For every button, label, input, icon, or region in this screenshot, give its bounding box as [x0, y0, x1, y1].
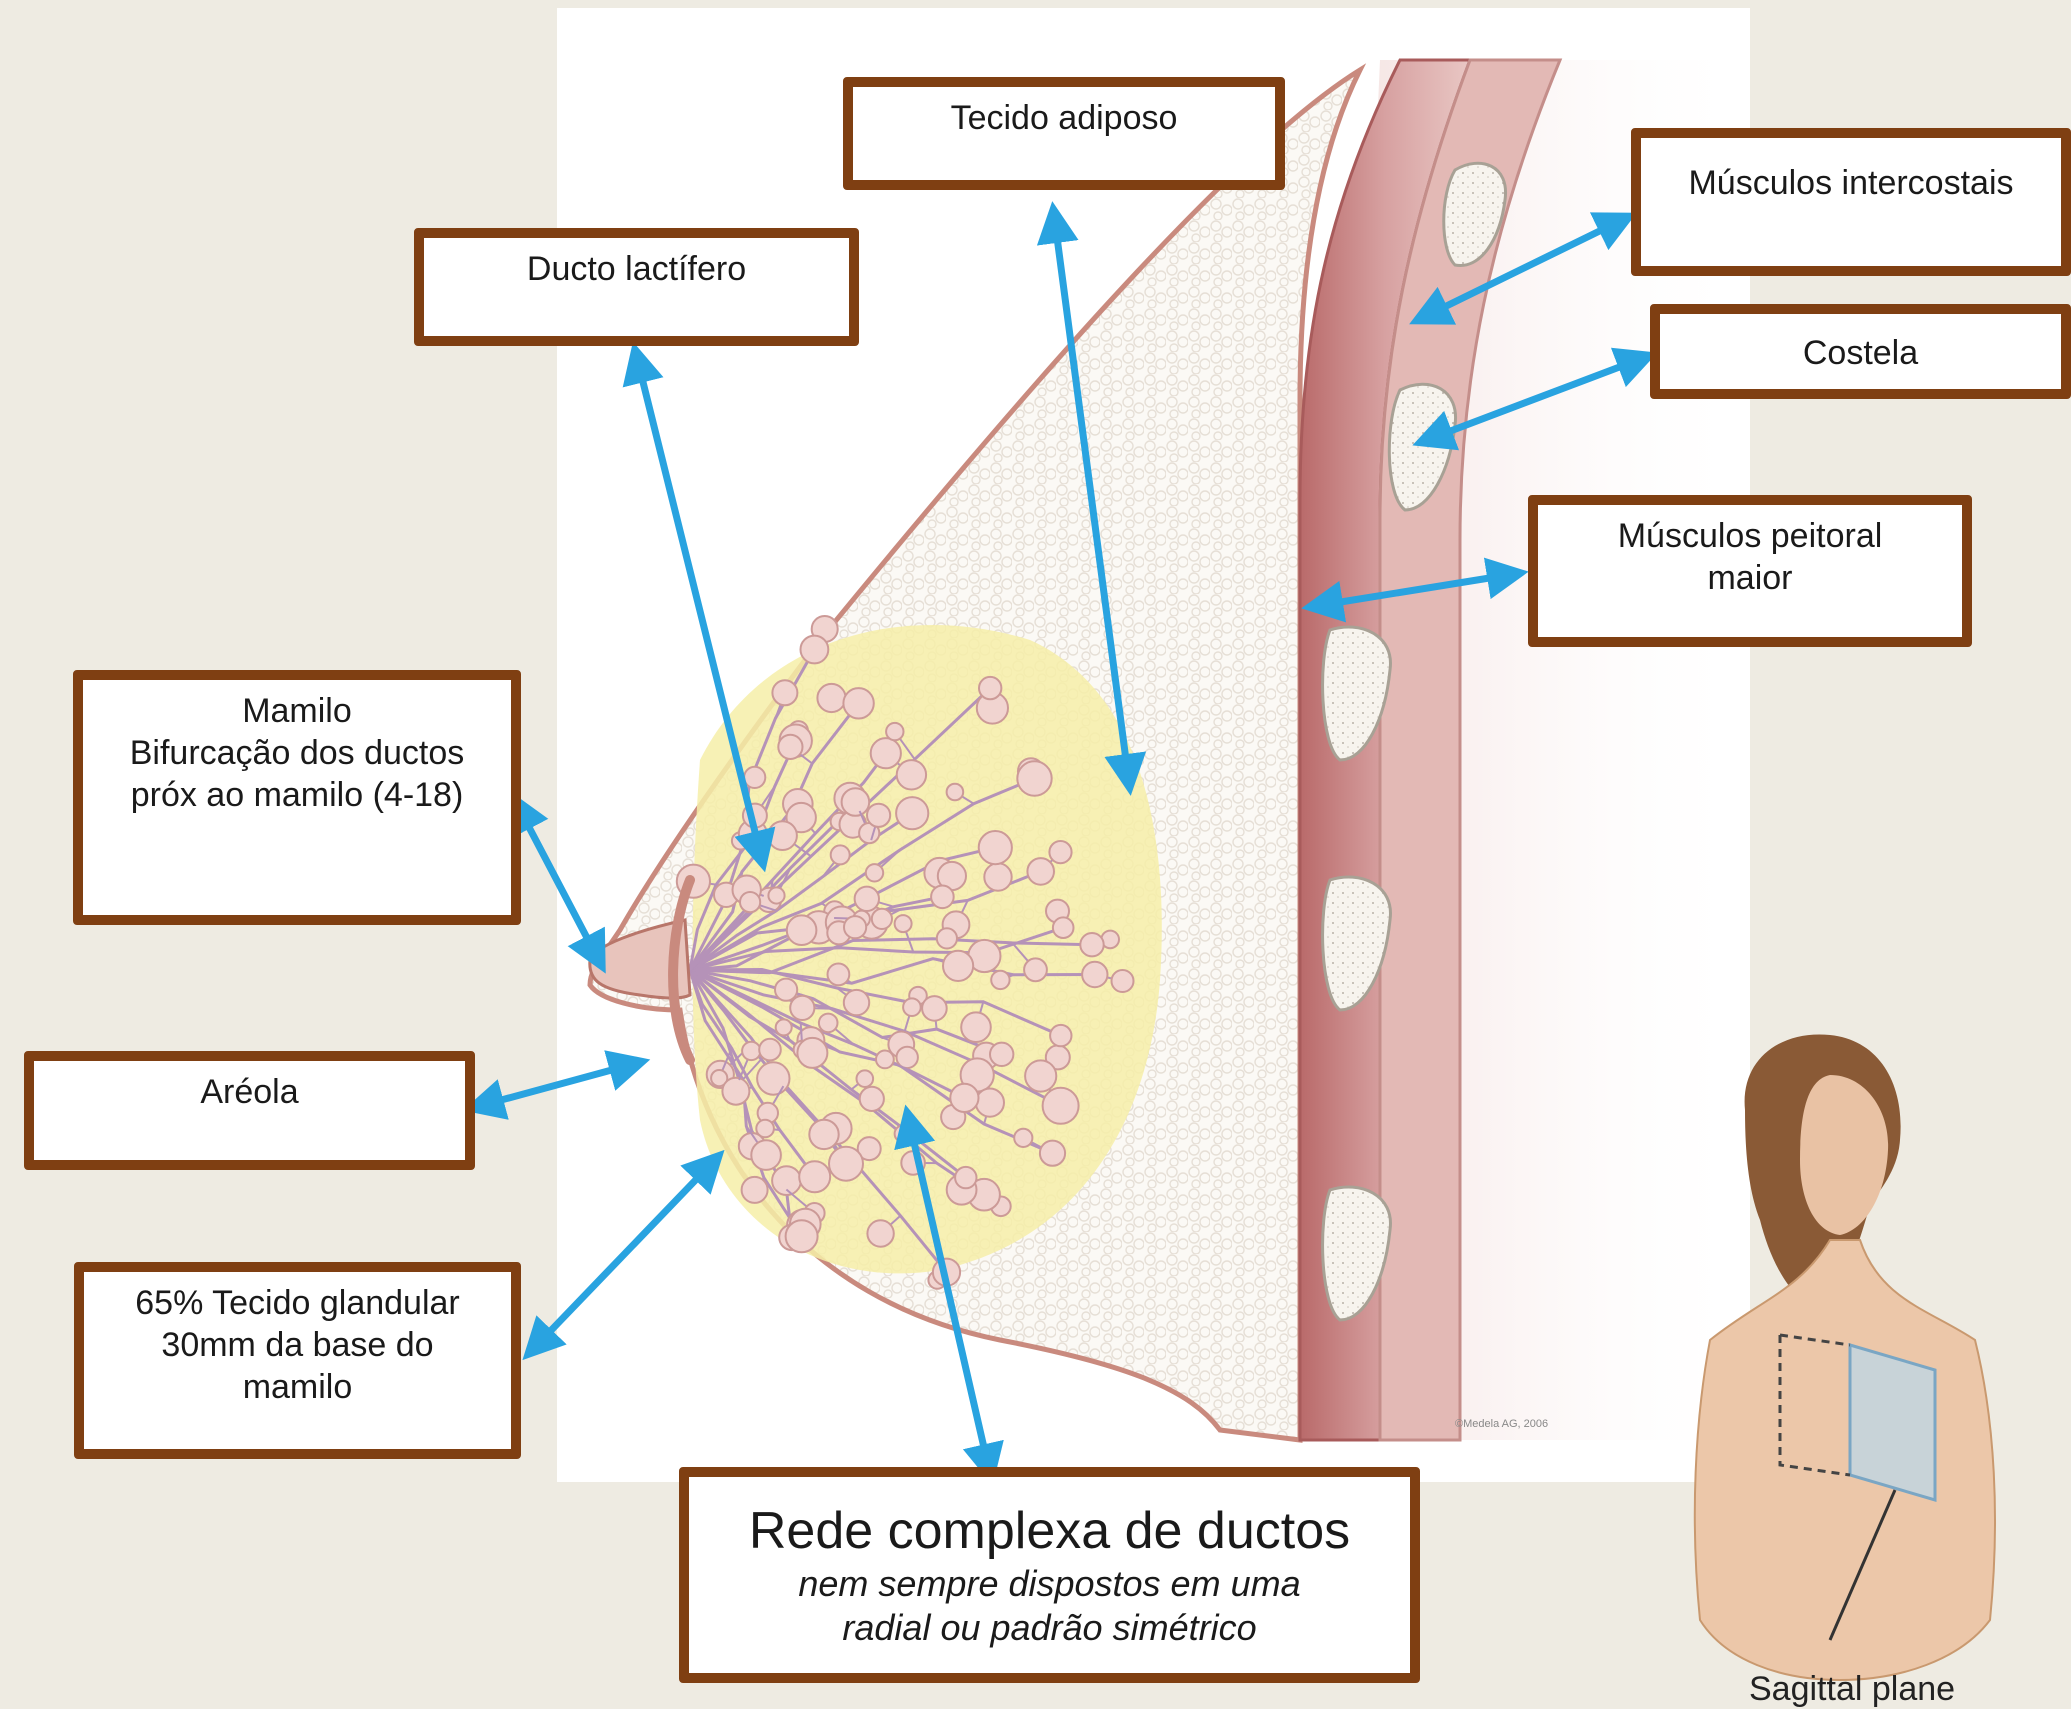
lobule [742, 1177, 768, 1203]
lobule [751, 1140, 781, 1170]
lobule [1017, 761, 1051, 795]
label-ducto-lactifero: Ducto lactífero [414, 228, 859, 346]
label-tecido-adiposo-text: Tecido adiposo [951, 97, 1178, 139]
label-musculos-intercostais-text: Músculos intercostais [1688, 148, 2013, 204]
lobule [1049, 841, 1071, 863]
label-tecido-adiposo: Tecido adiposo [843, 77, 1285, 190]
label-peitoral: Músculos peitoral maior [1528, 495, 1972, 647]
label-rede-ductos: Rede complexa de ductos nem sempre dispo… [679, 1467, 1420, 1683]
lobule [799, 1161, 830, 1192]
lobule [809, 1120, 838, 1149]
lobule [740, 892, 760, 912]
label-mamilo: Mamilo Bifurcação dos ductos próx ao mam… [73, 670, 521, 925]
lobule [1025, 1060, 1056, 1091]
lobule [860, 1087, 884, 1111]
lobule [990, 1043, 1013, 1066]
lobule [950, 1084, 978, 1112]
lobule [871, 738, 901, 768]
lobule [844, 916, 866, 938]
lobule [897, 760, 926, 789]
label-costela-text: Costela [1803, 324, 1918, 374]
label-musculos-intercostais: Músculos intercostais [1631, 128, 2071, 276]
lobule [931, 886, 954, 909]
lobule [961, 1012, 991, 1042]
lobule [937, 928, 957, 948]
lobule [786, 1220, 818, 1252]
lobule [855, 887, 879, 911]
lobule [979, 831, 1012, 864]
inset-caption: Sagittal plane [1749, 1670, 1955, 1708]
lobule [1112, 970, 1134, 992]
lobule [842, 788, 870, 816]
lobule [797, 1038, 827, 1068]
lobule [922, 996, 947, 1021]
illustration-credit: ©Medela AG, 2006 [1455, 1418, 1548, 1430]
label-rede-ductos-sub-2: radial ou padrão simétrico [842, 1606, 1256, 1650]
lobule [829, 1147, 863, 1181]
lobule [790, 996, 814, 1020]
label-areola: Aréola [24, 1051, 475, 1170]
lobule [776, 1019, 792, 1035]
lobule [768, 887, 784, 903]
lobule [1014, 1129, 1032, 1147]
lobule [757, 1062, 789, 1094]
lobule [872, 909, 892, 929]
lobule [775, 979, 797, 1001]
lobule [991, 971, 1009, 989]
lobule [943, 951, 973, 981]
lobule [886, 723, 903, 740]
label-areola-text: Aréola [200, 1071, 298, 1113]
label-mamilo-line-1: Mamilo [242, 690, 352, 732]
lobule [866, 864, 883, 881]
label-tecido-glandular-line-2: 30mm da base do [161, 1324, 433, 1366]
lobule [867, 1220, 893, 1246]
label-rede-ductos-sub-1: nem sempre dispostos em uma [798, 1562, 1300, 1606]
lobule [976, 1089, 1004, 1117]
lobule [896, 797, 928, 829]
lobule [857, 1070, 874, 1087]
lobule [801, 636, 829, 664]
lobule [772, 680, 797, 705]
lobule [828, 964, 850, 986]
lobule [831, 845, 850, 864]
lobule [742, 1042, 760, 1060]
label-peitoral-line-2: maior [1707, 557, 1792, 599]
lobule [759, 1039, 781, 1061]
lobule [955, 1167, 976, 1188]
label-tecido-glandular: 65% Tecido glandular 30mm da base do mam… [74, 1262, 521, 1459]
label-ducto-lactifero-text: Ducto lactífero [527, 248, 746, 290]
label-costela: Costela [1650, 304, 2071, 399]
lobule [1024, 958, 1047, 981]
lobule [778, 735, 802, 759]
lobule [1040, 1141, 1065, 1166]
label-mamilo-line-2: Bifurcação dos ductos [130, 732, 465, 774]
lobule [744, 767, 765, 788]
lobule [722, 1078, 749, 1105]
lobule [1080, 933, 1103, 956]
inset-plane [1850, 1345, 1935, 1500]
lobule [817, 684, 845, 712]
lobule [1050, 1025, 1071, 1046]
lobule [979, 677, 1001, 699]
lobule [1043, 1088, 1079, 1124]
lobule [1027, 858, 1054, 885]
label-mamilo-line-3: próx ao mamilo (4-18) [131, 774, 464, 816]
lobule [787, 915, 817, 945]
lobule [867, 804, 890, 827]
lobule [876, 1051, 894, 1069]
lobule [843, 688, 873, 718]
lobule [895, 915, 912, 932]
lobule [1053, 917, 1074, 938]
lobule [984, 863, 1011, 890]
lobule [903, 998, 921, 1016]
label-peitoral-line-1: Músculos peitoral [1618, 515, 1883, 557]
lobule [947, 784, 964, 801]
lobule [1082, 962, 1107, 987]
label-rede-ductos-title: Rede complexa de ductos [749, 1500, 1350, 1562]
lobule [819, 1014, 838, 1033]
label-tecido-glandular-line-3: mamilo [243, 1366, 353, 1408]
lobule [768, 821, 797, 850]
label-tecido-glandular-line-1: 65% Tecido glandular [135, 1282, 460, 1324]
lobule [844, 990, 869, 1015]
